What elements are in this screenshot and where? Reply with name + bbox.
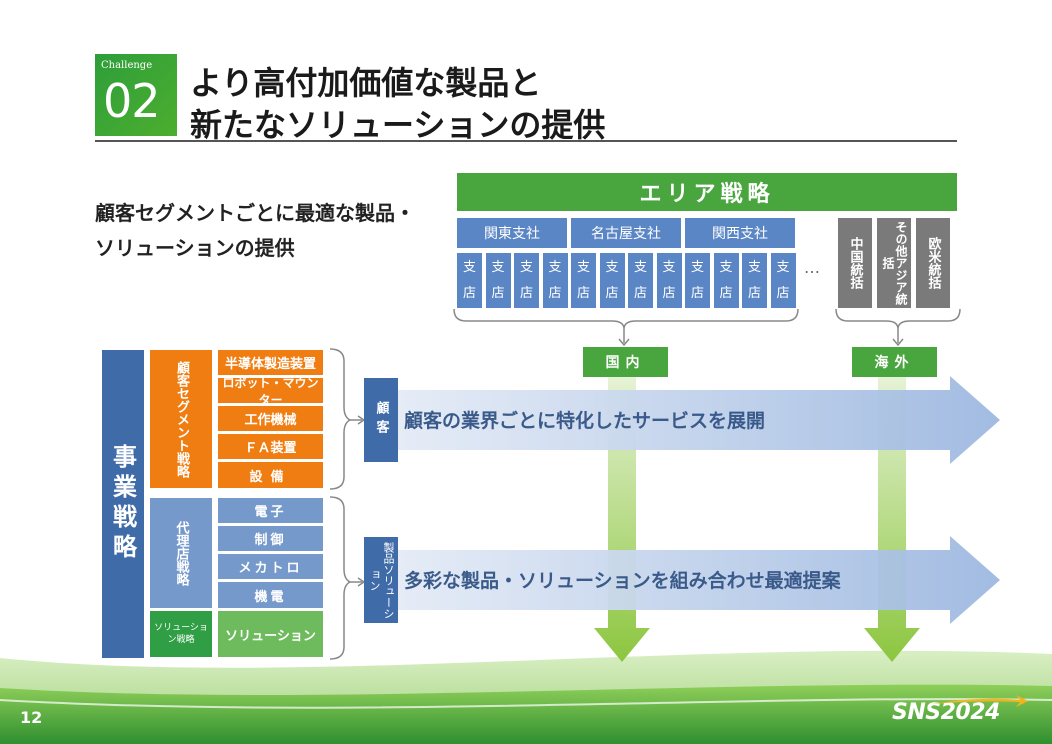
segment-brackets bbox=[329, 348, 366, 660]
lead-text-line1: 顧客セグメントごとに最適な製品・ bbox=[95, 201, 415, 225]
customer-tag: 顧客 bbox=[364, 378, 398, 462]
branch-office-1: 支店 bbox=[485, 253, 511, 308]
logo-text: SNS bbox=[892, 700, 941, 725]
region-china: 中国統括 bbox=[838, 218, 872, 308]
page-title-line2: 新たなソリューションの提供 bbox=[190, 106, 606, 144]
challenge-number: 02 bbox=[103, 74, 161, 128]
area-strategy-header: エリア戦略 bbox=[457, 173, 957, 211]
branch-office-2: 支店 bbox=[514, 253, 539, 308]
challenge-label: Challenge bbox=[101, 60, 153, 71]
agency-strategy: 代理店戦略 bbox=[150, 498, 212, 608]
area-brackets bbox=[453, 308, 961, 347]
branch-office-9: 支店 bbox=[713, 253, 739, 308]
sns-2024-logo: SNS2024 bbox=[892, 700, 1000, 725]
title-divider bbox=[95, 140, 957, 142]
segment-facility: 設備 bbox=[218, 462, 323, 488]
branch-kansai: 関西支社 bbox=[685, 218, 795, 248]
agency-electrical: 機電 bbox=[218, 582, 323, 608]
branch-office-11: 支店 bbox=[770, 253, 796, 308]
overseas-label: 海外 bbox=[852, 347, 937, 377]
customer-band-text: 顧客の業界ごとに特化したサービスを展開 bbox=[404, 410, 766, 432]
segment-semiconductor: 半導体製造装置 bbox=[218, 350, 323, 375]
agency-electronics: 電子 bbox=[218, 498, 323, 523]
footer-wave bbox=[0, 650, 1052, 744]
segment-machine-tools: 工作機械 bbox=[218, 406, 323, 431]
branch-kanto: 関東支社 bbox=[457, 218, 567, 248]
solution-strategy: ソリューション戦略 bbox=[150, 611, 212, 657]
branch-office-7: 支店 bbox=[656, 253, 682, 308]
lead-text-line2: ソリューションの提供 bbox=[95, 236, 295, 260]
branch-office-8: 支店 bbox=[685, 253, 710, 308]
segment-robot: ロボット・マウンター bbox=[218, 376, 323, 407]
branch-office-4: 支店 bbox=[571, 253, 596, 308]
product-band-text: 多彩な製品・ソリューションを組み合わせ最適提案 bbox=[404, 570, 841, 592]
segment-fa: ＦＡ装置 bbox=[218, 434, 323, 459]
logo-swoosh-icon bbox=[932, 695, 1028, 707]
agency-control: 制御 bbox=[218, 526, 323, 551]
page-title-line1: より高付加価値な製品と bbox=[190, 64, 542, 102]
flow-arrows bbox=[398, 376, 1000, 662]
branch-office-6: 支店 bbox=[628, 253, 653, 308]
logo-year: 2024 bbox=[940, 700, 1001, 725]
branch-office-3: 支店 bbox=[542, 253, 568, 308]
region-other-asia: その他アジア統括 bbox=[877, 218, 911, 308]
domestic-label: 国内 bbox=[583, 347, 668, 377]
region-europe-america: 欧米統括 bbox=[916, 218, 950, 308]
ellipsis: … bbox=[804, 258, 822, 277]
branch-office-0: 支店 bbox=[457, 253, 482, 308]
product-solution-tag: 製品ソリューション bbox=[364, 537, 398, 623]
customer-segment-strategy: 顧客セグメント戦略 bbox=[150, 350, 212, 488]
agency-mechatronics: メカトロ bbox=[218, 554, 323, 579]
branch-office-10: 支店 bbox=[742, 253, 767, 308]
solution-item: ソリューション bbox=[218, 611, 323, 657]
branch-office-5: 支店 bbox=[599, 253, 625, 308]
challenge-badge: Challenge 02 bbox=[95, 54, 177, 136]
page-number: 12 bbox=[20, 708, 43, 727]
business-strategy-label: 事業戦略 bbox=[102, 350, 144, 658]
branch-nagoya: 名古屋支社 bbox=[571, 218, 681, 248]
